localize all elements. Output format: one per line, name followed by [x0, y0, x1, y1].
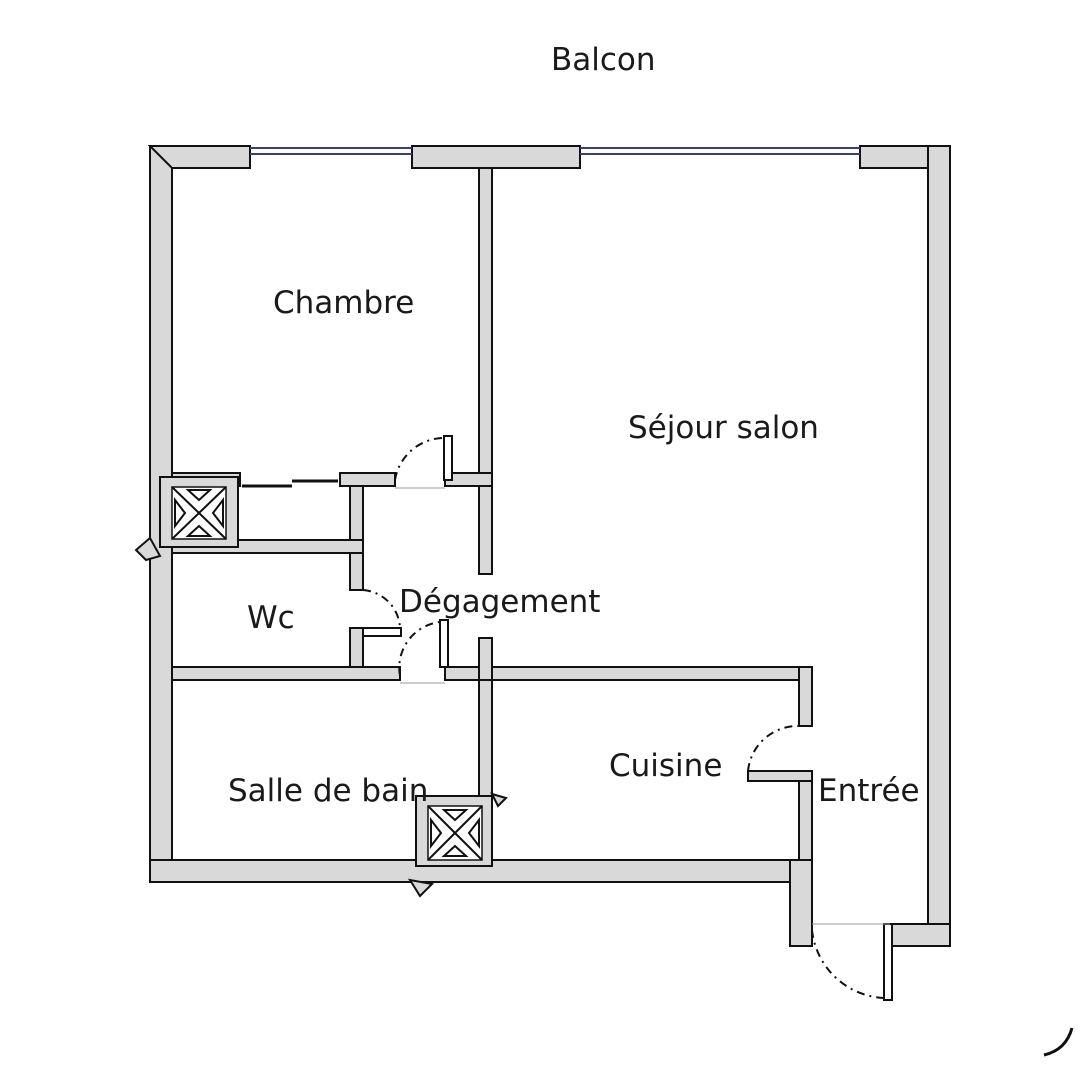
closet-sliding-doors: [242, 479, 338, 488]
label-sejour-salon: Séjour salon: [628, 410, 819, 446]
corner-mark-icon: [1043, 1027, 1074, 1057]
label-salle-de-bain: Salle de bain: [228, 773, 429, 809]
wall-cuisine-east-top: [798, 666, 813, 727]
wall-chambre-door-jamb: [444, 472, 493, 487]
wall-north-segment-2: [411, 145, 581, 169]
wall-east-return: [889, 923, 951, 947]
wall-degagement-stub: [478, 637, 493, 681]
label-balcon: Balcon: [551, 42, 656, 78]
windows: [250, 147, 860, 155]
wall-chambre-sejour: [478, 167, 493, 575]
wall-closet-divider: [349, 485, 364, 591]
wall-east: [927, 145, 951, 947]
door-salle-de-bain: [398, 619, 449, 684]
ventilation-shaft-chambre: [134, 476, 239, 562]
ventilation-shaft-bain: [407, 792, 508, 898]
wall-cuisine-door-jamb: [747, 770, 813, 782]
door-cuisine: [747, 724, 801, 772]
label-degagement: Dégagement: [399, 584, 601, 620]
wall-degagement-south: [444, 666, 813, 681]
label-cuisine: Cuisine: [609, 748, 723, 784]
label-chambre: Chambre: [273, 285, 415, 321]
exterior-walls: [147, 145, 951, 947]
wall-wc-south: [171, 666, 401, 681]
wall-entry-stub: [789, 859, 813, 947]
door-entree: [811, 923, 893, 1001]
wall-chambre-south-right: [339, 472, 396, 487]
wall-north-segment-1: [147, 145, 251, 169]
label-entree: Entrée: [818, 773, 920, 809]
door-chambre: [394, 435, 453, 489]
door-wc: [362, 589, 402, 637]
label-wc: Wc: [247, 600, 295, 636]
wall-cuisine-east-bottom: [798, 773, 813, 861]
